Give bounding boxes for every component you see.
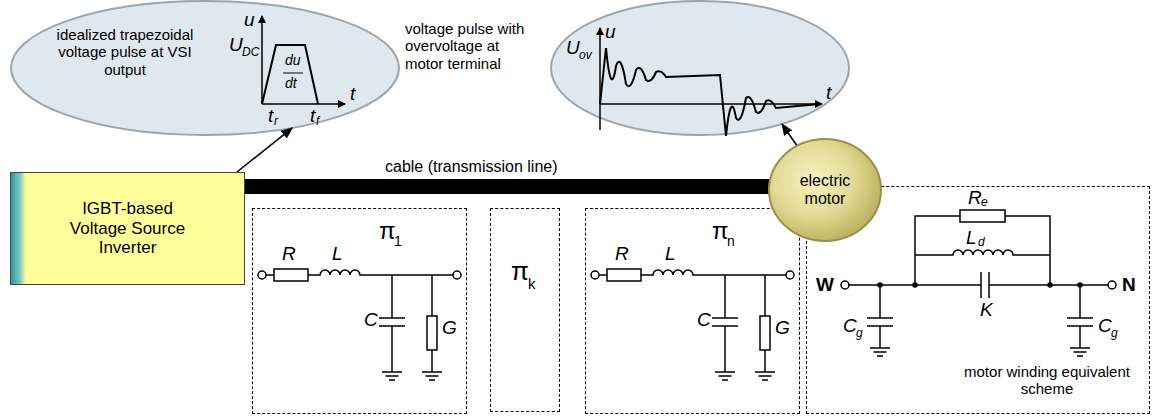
subscript: f (316, 115, 319, 127)
winding-circuit-part (960, 210, 1005, 222)
node-text: π (379, 217, 396, 245)
connector-arrow (782, 124, 797, 146)
subscript: e (981, 196, 988, 208)
connector-arrow (237, 128, 292, 172)
voltage-label: U (229, 35, 243, 54)
component-label: L (665, 244, 676, 263)
winding-circuit-part (870, 348, 890, 356)
component-label: L (966, 228, 977, 247)
motor-circle: electric motor (768, 138, 882, 242)
node-text: π (511, 257, 529, 287)
subscript: g (1111, 327, 1118, 339)
winding-circuit (841, 210, 1116, 356)
winding-circuit-part (1067, 285, 1093, 348)
node-text: idealized trapezoidal voltage pulse at V… (56, 26, 194, 78)
time-label: t (310, 106, 315, 125)
component-label: L (332, 244, 343, 263)
pi-section-box: πn (585, 208, 800, 414)
cable-label: cable (transmission line) (385, 159, 558, 175)
trapezoid-graph-part (262, 103, 345, 105)
axis-label: t (826, 83, 831, 102)
axis-label: u (605, 22, 616, 41)
subscript: r (274, 115, 278, 127)
node-text: electric motor (785, 172, 865, 209)
trapezoid-graph-part (283, 73, 303, 74)
winding-circuit-part (841, 281, 849, 289)
overvoltage-callout: voltage pulse with overvoltage at motor … (400, 0, 852, 136)
node-text: k (528, 275, 536, 292)
node-text: π (712, 217, 729, 245)
shape-ellipse (11, 1, 399, 135)
pi-section-box: π1 (252, 208, 467, 414)
pi-circuit-last (591, 269, 794, 380)
pi-section-box: πk (490, 208, 560, 412)
node-text: IGBT-based Voltage Source Inverter (63, 199, 193, 258)
axis-label: u (244, 10, 255, 29)
winding-circuit-part (915, 216, 1050, 285)
winding-circuit-part (849, 272, 1108, 298)
component-label: G (442, 318, 457, 337)
pi-circuit-first (258, 269, 461, 380)
inverter-box: IGBT-based Voltage Source Inverter (10, 172, 245, 285)
axis-label: t (350, 84, 355, 103)
winding-circuit-part (1048, 283, 1052, 287)
trapezoid-graph-part (261, 16, 263, 104)
trapezoid-graph (262, 16, 345, 104)
overvoltage-graph-part (600, 103, 822, 105)
cable-bar (245, 179, 790, 194)
component-label: R (968, 188, 982, 207)
shape-ellipse (551, 1, 849, 135)
shape-ellipse (769, 139, 881, 241)
overvoltage-graph-part (600, 48, 820, 136)
overvoltage-graph (600, 28, 822, 136)
node-text: motor winding equivalent scheme (957, 363, 1137, 398)
winding-circuit-part (878, 283, 882, 287)
winding-circuit-part (1070, 348, 1090, 356)
slope-label: du (285, 53, 301, 67)
pi-circuit-first-part (258, 269, 461, 380)
winding-circuit-part (867, 285, 893, 348)
subscript: ov (579, 49, 592, 61)
subscript: DC (242, 46, 259, 58)
shape-outline (10, 0, 400, 136)
component-label: G (775, 318, 790, 337)
voltage-label: U (566, 38, 580, 57)
component-label: R (615, 244, 629, 263)
pi-circuit-last-part (591, 269, 794, 380)
slope-label: dt (285, 76, 297, 90)
component-label: R (282, 244, 296, 263)
winding-circuit-part (1108, 281, 1116, 289)
component-label: C (843, 316, 857, 335)
component-label: C (697, 310, 711, 329)
subscript: d (978, 236, 985, 248)
node-text: voltage pulse with overvoltage at motor … (405, 20, 529, 72)
winding-circuit-part (915, 250, 1050, 255)
node-text: n (727, 233, 735, 249)
overvoltage-graph-part (599, 28, 601, 130)
trapezoid-graph-part (262, 45, 318, 104)
component-label: C (1098, 316, 1112, 335)
component-label: C (364, 310, 378, 329)
terminal-label: W (816, 275, 834, 294)
winding-circuit-part (1078, 283, 1082, 287)
subscript: g (856, 327, 863, 339)
pulse-callout: idealized trapezoidal voltage pulse at V… (10, 0, 400, 136)
time-label: t (268, 106, 273, 125)
component-label: K (980, 300, 993, 319)
winding-circuit-part (913, 283, 917, 287)
terminal-label: N (1122, 275, 1136, 294)
node-text: 1 (394, 233, 402, 249)
